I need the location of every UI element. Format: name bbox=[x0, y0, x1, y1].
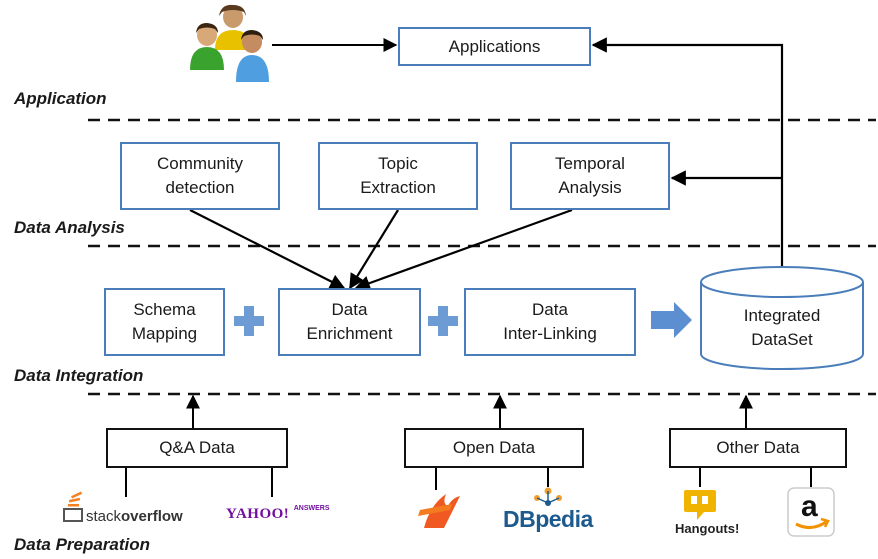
community-line1: Community bbox=[157, 154, 243, 173]
schema-line2: Mapping bbox=[131, 324, 198, 343]
other-data-label: Other Data bbox=[716, 438, 800, 457]
plus-icon bbox=[428, 306, 458, 336]
amazon-logo bbox=[787, 487, 835, 537]
community-line2: detection bbox=[165, 178, 235, 197]
open-data-label: Open Data bbox=[452, 438, 536, 457]
integrated-dataset-label: Integrated DataSet bbox=[701, 304, 863, 352]
stackoverflow-logo-text: stackoverflow bbox=[86, 508, 183, 525]
enrichment-line1: Data bbox=[331, 300, 368, 319]
layer-label-analysis: Data Analysis bbox=[14, 218, 125, 237]
temporal-line2: Analysis bbox=[558, 178, 622, 197]
dataset-line1: Integrated bbox=[743, 306, 821, 325]
temporal-line1: Temporal bbox=[555, 154, 625, 173]
arrow-dataset-to-applications bbox=[591, 37, 784, 270]
schema-line1: Schema bbox=[133, 300, 196, 319]
applications-box: Applications bbox=[398, 27, 591, 66]
applications-label: Applications bbox=[448, 36, 541, 56]
amazon-logo-text: a bbox=[801, 490, 818, 523]
interlinking-line1: Data bbox=[532, 300, 568, 319]
dataset-line2: DataSet bbox=[751, 330, 813, 349]
yahoo-answers-logo: YAHOO! ANSWERS bbox=[226, 505, 330, 523]
topic-line2: Extraction bbox=[360, 178, 436, 197]
layer-label-preparation: Data Preparation bbox=[14, 535, 151, 554]
stackoverflow-logo bbox=[63, 491, 83, 522]
arrow-temporal-to-enrichment bbox=[354, 208, 573, 291]
hangouts-logo bbox=[684, 490, 716, 520]
yahoo-text: YAHOO! bbox=[226, 506, 290, 522]
schema-mapping-box: Schema Mapping bbox=[104, 288, 225, 356]
arrow-community-to-enrichment bbox=[189, 209, 346, 289]
source-connectors bbox=[125, 467, 812, 497]
arrow-topic-to-enrichment bbox=[349, 209, 399, 290]
dbpedia-logo bbox=[534, 487, 562, 506]
enrichment-line2: Enrichment bbox=[306, 324, 393, 343]
other-data-box: Other Data bbox=[669, 428, 847, 468]
stackoverflow-text-b: overflow bbox=[121, 508, 183, 525]
open-data-box: Open Data bbox=[404, 428, 584, 468]
stackoverflow-text-a: stack bbox=[86, 508, 122, 525]
interlinking-line2: Inter-Linking bbox=[503, 324, 597, 343]
layer-label-integration: Data Integration bbox=[14, 366, 144, 385]
data-enrichment-box: Data Enrichment bbox=[278, 288, 421, 356]
qa-data-label: Q&A Data bbox=[159, 438, 235, 457]
topic-extraction-box: Topic Extraction bbox=[318, 142, 478, 210]
data-interlinking-box: Data Inter-Linking bbox=[464, 288, 636, 356]
database-cylinder-icon bbox=[700, 266, 864, 370]
plus-icon bbox=[234, 306, 264, 336]
dbpedia-logo-text: DBpedia bbox=[503, 506, 593, 532]
block-arrow-icon bbox=[651, 302, 692, 338]
qa-data-box: Q&A Data bbox=[106, 428, 288, 468]
topic-line1: Topic bbox=[378, 154, 418, 173]
hangouts-logo-text: Hangouts! bbox=[675, 521, 740, 536]
yahoo-answers-text: ANSWERS bbox=[293, 505, 330, 512]
users-icon bbox=[190, 4, 269, 82]
temporal-analysis-box: Temporal Analysis bbox=[510, 142, 670, 210]
community-detection-box: Community detection bbox=[120, 142, 280, 210]
layer-label-application: Application bbox=[14, 89, 107, 108]
firebase-flame-logo bbox=[418, 494, 460, 528]
